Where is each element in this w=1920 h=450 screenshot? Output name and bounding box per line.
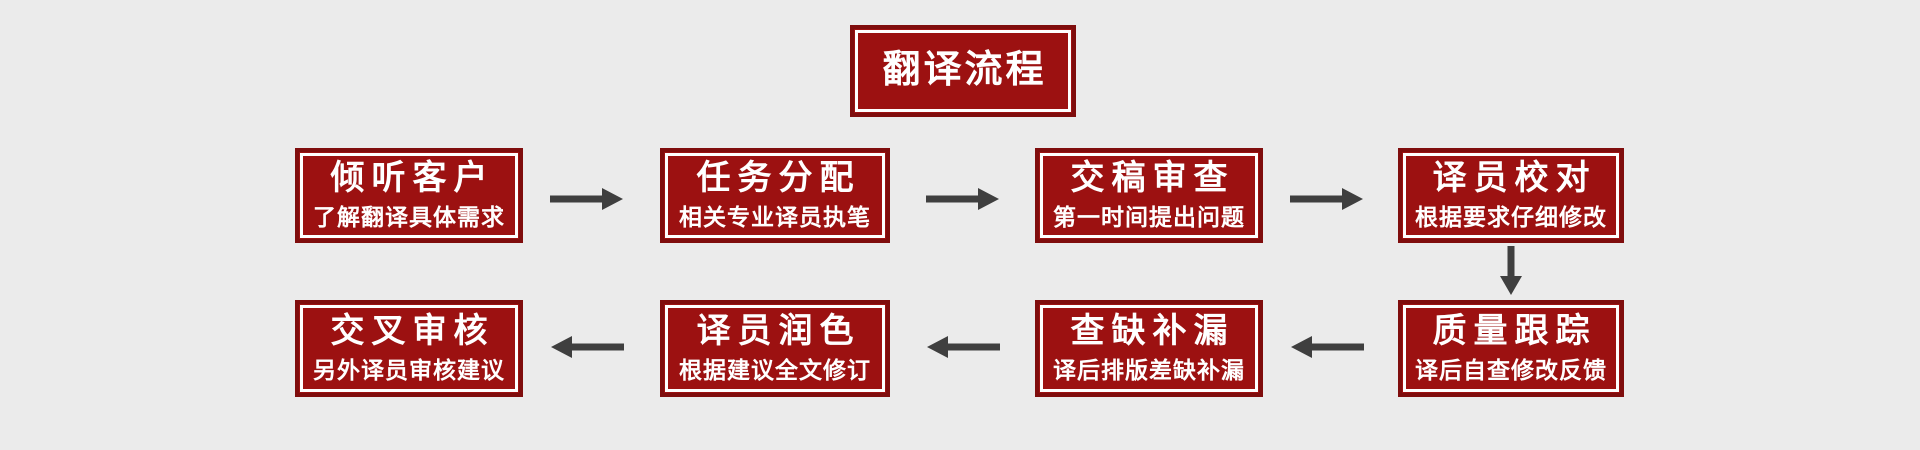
step-title: 交稿审查 xyxy=(1070,159,1235,198)
flow-step-cross-review: 交叉审核 另外译员审核建议 xyxy=(295,300,523,397)
arrow-right-icon xyxy=(926,188,999,210)
step-subtitle: 译后排版差缺补漏 xyxy=(1053,357,1245,384)
diagram-title-box: 翻译流程 xyxy=(850,25,1076,117)
step-title: 交叉审核 xyxy=(330,312,495,351)
arrow-right-icon xyxy=(550,188,623,210)
step-subtitle: 根据要求仔细修改 xyxy=(1415,204,1607,231)
step-title: 查缺补漏 xyxy=(1070,312,1235,351)
step-subtitle: 第一时间提出问题 xyxy=(1053,204,1245,231)
step-subtitle: 译后自查修改反馈 xyxy=(1415,357,1607,384)
page-title: 翻译流程 xyxy=(882,49,1047,92)
step-title: 任务分配 xyxy=(696,159,861,198)
step-subtitle: 了解翻译具体需求 xyxy=(313,204,505,231)
arrow-left-icon xyxy=(551,336,624,358)
flow-step-task-assignment: 任务分配 相关专业译员执笔 xyxy=(660,148,890,243)
step-subtitle: 根据建议全文修订 xyxy=(679,357,871,384)
step-title: 倾听客户 xyxy=(330,159,495,198)
flow-step-translator-proofreading: 译员校对 根据要求仔细修改 xyxy=(1398,148,1624,243)
step-title: 译员校对 xyxy=(1432,159,1597,198)
arrow-left-icon xyxy=(1291,336,1364,358)
step-title: 译员润色 xyxy=(696,312,861,351)
arrow-right-icon xyxy=(1290,188,1363,210)
flow-step-translator-polishing: 译员润色 根据建议全文修订 xyxy=(660,300,890,397)
step-subtitle: 另外译员审核建议 xyxy=(313,357,505,384)
arrow-down-icon xyxy=(1500,246,1522,295)
arrow-left-icon xyxy=(927,336,1000,358)
flow-step-quality-tracking: 质量跟踪 译后自查修改反馈 xyxy=(1398,300,1624,397)
step-title: 质量跟踪 xyxy=(1432,312,1597,351)
step-subtitle: 相关专业译员执笔 xyxy=(679,204,871,231)
flow-step-draft-review: 交稿审查 第一时间提出问题 xyxy=(1035,148,1263,243)
flow-step-listen-to-client: 倾听客户 了解翻译具体需求 xyxy=(295,148,523,243)
flow-step-gap-check: 查缺补漏 译后排版差缺补漏 xyxy=(1035,300,1263,397)
